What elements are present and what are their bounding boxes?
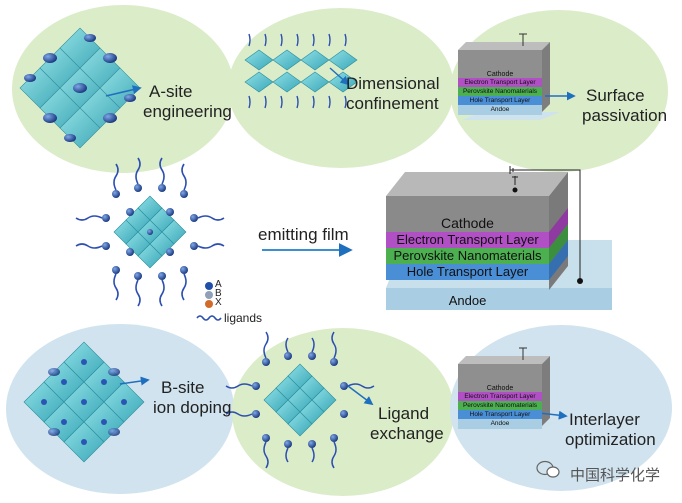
device-etl: Electron Transport Layer — [386, 232, 549, 248]
b-site-label: B-site ion doping — [153, 378, 231, 418]
small-top-etl: Electron Transport Layer — [458, 78, 542, 87]
device-perovskite: Perovskite Nanomaterials — [386, 248, 549, 264]
watermark-text: 中国科学化学 — [569, 466, 660, 484]
interlayer-label-line2: optimization — [565, 430, 656, 449]
legend-a-label: A — [215, 279, 222, 290]
small-bottom-htl: Hole Transport Layer — [458, 410, 542, 419]
surface-label-line1: Surface — [586, 86, 645, 105]
device-anode: Andoe — [448, 293, 487, 308]
small-top-perovskite: Perovskite Nanomaterials — [458, 87, 542, 96]
ligand-arrow — [347, 385, 374, 406]
a-site-label: A-site engineering — [143, 82, 232, 122]
emitting-film-label: emitting film — [258, 225, 349, 244]
ligand-label-line2: exchange — [370, 424, 444, 443]
ligand-label-line1: Ligand — [378, 404, 430, 423]
b-site-label-line1: B-site — [161, 378, 205, 397]
a-site-crystal — [19, 27, 141, 149]
small-top-htl: Hole Transport Layer — [458, 96, 542, 105]
dimensional-label-line2: confinement — [346, 94, 439, 113]
legend-x-label: X — [215, 297, 222, 308]
interlayer-label-line1: Interlayer — [569, 410, 640, 429]
b-site-label-line2: ion doping — [153, 398, 232, 417]
device-cathode: Cathode — [386, 196, 549, 232]
dimensional-arrow — [329, 67, 350, 86]
legend-b-label: B — [215, 288, 222, 299]
device-htl: Hole Transport Layer — [386, 264, 549, 280]
dimensional-label: Dimensional confinement — [346, 74, 440, 114]
small-bottom-etl: Electron Transport Layer — [458, 392, 542, 401]
b-site-crystal — [23, 341, 145, 463]
wechat-icon — [536, 460, 560, 478]
small-bottom-perovskite: Perovskite Nanomaterials — [458, 401, 542, 410]
interlayer-label: Interlayer optimization — [565, 410, 656, 450]
small-top-anode: Andoe — [458, 105, 542, 115]
legend-balls — [196, 282, 222, 321]
small-bottom-anode: Andoe — [458, 419, 542, 429]
b-site-arrow — [119, 376, 150, 386]
ligand-label: Ligand exchange — [370, 404, 444, 444]
small-top-cathode: Cathode — [458, 50, 542, 78]
center-nanocrystal — [75, 157, 225, 307]
surface-label: Surface passivation — [582, 86, 667, 126]
legend-ligands-label: ligands — [224, 311, 263, 325]
a-site-label-line1: A-site — [149, 82, 193, 101]
dimensional-crystal — [244, 33, 358, 109]
dimensional-label-line1: Dimensional — [346, 74, 440, 93]
a-site-label-line2: engineering — [143, 102, 232, 121]
surface-label-line2: passivation — [582, 106, 668, 125]
small-bottom-cathode: Cathode — [458, 364, 542, 392]
a-site-arrow — [105, 85, 142, 97]
ligand-crystal — [225, 331, 375, 469]
